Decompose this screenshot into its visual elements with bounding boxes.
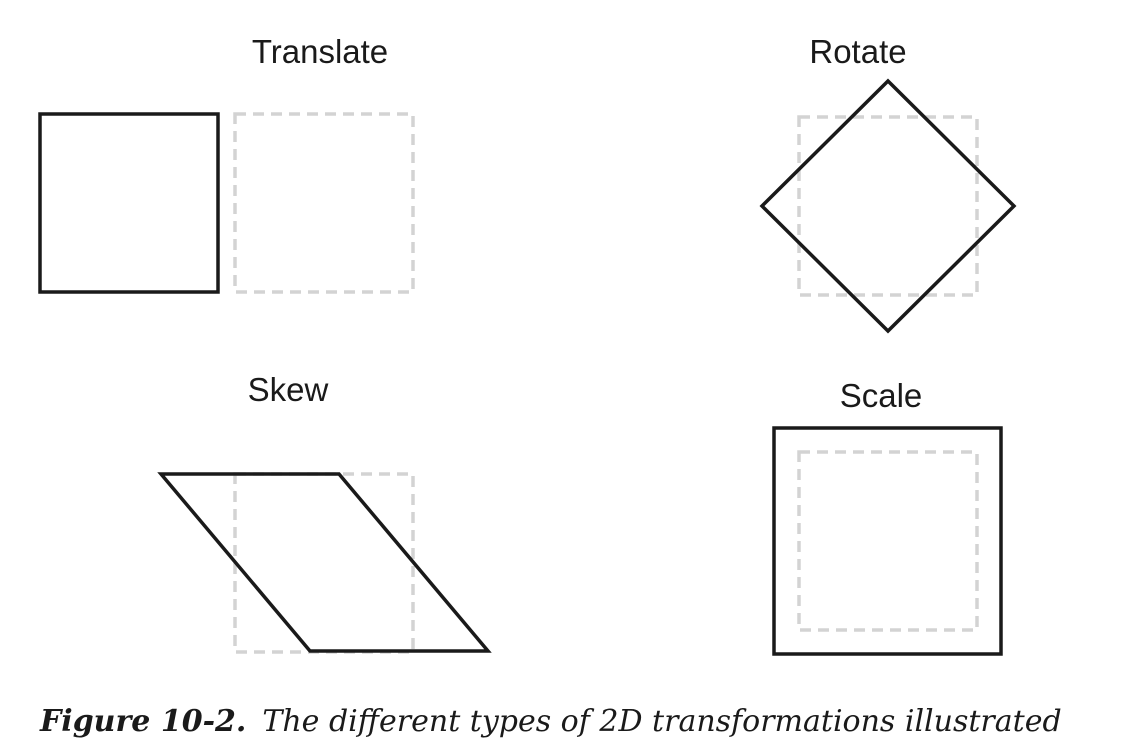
- skew-panel: Skew: [157, 371, 492, 654]
- rotate-rotated-square: [759, 78, 1017, 334]
- scale-scaled-square: [772, 426, 1003, 656]
- skew-skewed-shape: [157, 472, 492, 653]
- scale-panel: Scale: [772, 377, 1003, 656]
- figure-caption-label: Figure 10-2.: [40, 704, 247, 739]
- rotate-title: Rotate: [809, 33, 906, 70]
- scale-title: Scale: [840, 377, 923, 414]
- translate-translated-square: [38, 112, 220, 294]
- translate-title: Translate: [252, 33, 388, 70]
- translate-panel: Translate: [38, 33, 415, 294]
- rotate-panel: Rotate: [759, 33, 1017, 334]
- skew-original-square: [233, 472, 415, 654]
- figure-caption-text: The different types of 2D transformation…: [262, 704, 1062, 739]
- rotate-original-square: [797, 115, 979, 297]
- scale-original-square: [797, 450, 979, 632]
- skew-title: Skew: [248, 371, 329, 408]
- figure-caption: Figure 10-2. The different types of 2D tr…: [40, 704, 1120, 739]
- translate-original-square: [233, 112, 415, 294]
